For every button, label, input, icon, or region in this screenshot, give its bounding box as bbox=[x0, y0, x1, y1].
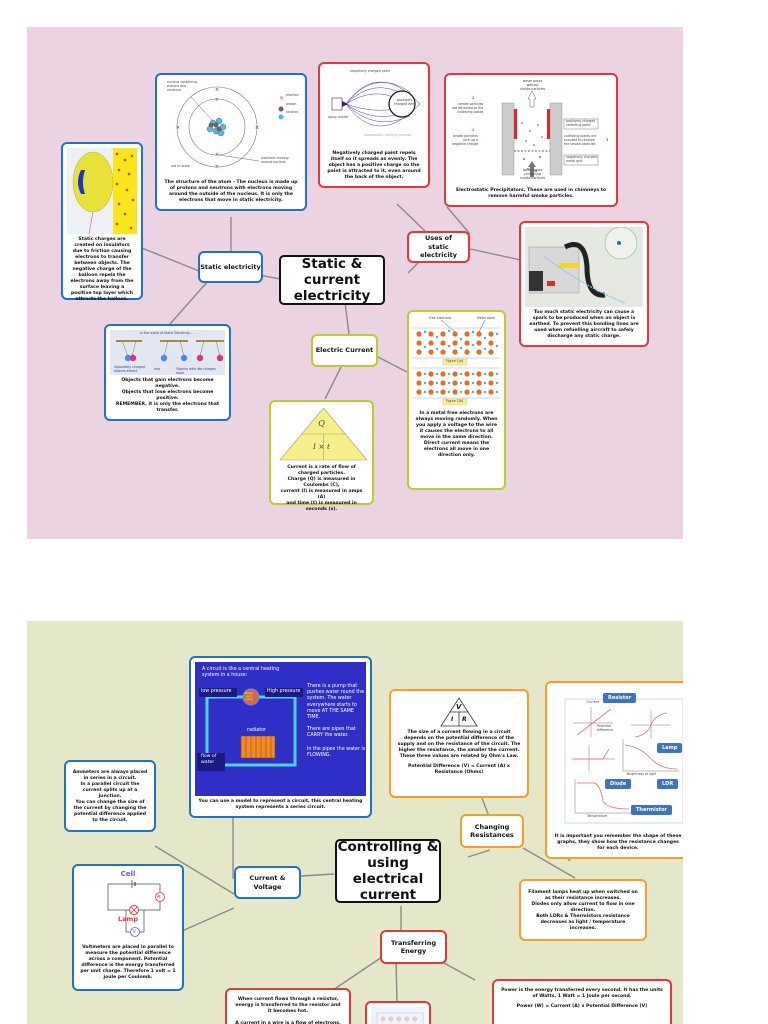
circuit-icon bbox=[107, 880, 165, 937]
charges-caption: Objects that gain electrons become negat… bbox=[115, 378, 220, 414]
resistor-heat-caption: When current flows through a resistor, e… bbox=[235, 997, 341, 1024]
metal-caption: In a metal free electrons are always mov… bbox=[415, 411, 498, 458]
like-charges-card: In the world of Static Electricity... Op… bbox=[104, 324, 231, 421]
svg-text:×: × bbox=[255, 125, 259, 131]
branch-uses-of-static[interactable]: Uses of static electricity bbox=[407, 231, 470, 263]
aircraft-refuelling-card: Too much static electricity can cause a … bbox=[519, 221, 649, 347]
balloon-icon bbox=[67, 148, 137, 234]
paint-caption: Negatively charged paint repels itself s… bbox=[327, 151, 421, 181]
central-topic[interactable]: Static & current electricity bbox=[279, 255, 385, 305]
lattice-image bbox=[371, 1007, 425, 1024]
voltmeter-circuit-card: Cell A Lamp V Voltmeters are placed in p… bbox=[72, 864, 184, 991]
pendulum-icon bbox=[116, 340, 224, 362]
charges-diagram: In the world of Static Electricity... Op… bbox=[110, 330, 225, 376]
balloon-caption: Static charges are created on insulators… bbox=[70, 237, 134, 302]
atom-icon: × × × × × × × bbox=[176, 86, 284, 170]
atom-diagram: ××× ××× × nucleus containing protons and… bbox=[161, 79, 301, 177]
branch-static-electricity[interactable]: Static electricity bbox=[198, 251, 263, 283]
free-electrons-card: Free electrons Metal atom Figure 1(a) Fi… bbox=[407, 310, 506, 490]
branch-current-voltage[interactable]: Current & Voltage bbox=[234, 866, 301, 899]
balloon-image bbox=[67, 148, 137, 234]
controlling-current-mindmap: Controlling & using electrical current C… bbox=[27, 621, 683, 1024]
lattice-icon bbox=[413, 319, 500, 406]
voltmeter-circuit-diagram: Cell A Lamp V bbox=[78, 870, 178, 942]
filament-lamp-card: Filament lamps heat up when switched on … bbox=[519, 879, 647, 941]
branch-transferring-energy[interactable]: Transferring Energy bbox=[380, 930, 447, 964]
svg-text:×: × bbox=[215, 152, 219, 158]
q-it-triangle: Q I × t bbox=[275, 406, 368, 462]
electrostatic-precipitator-card: waste gases without smoke particles 2 sm… bbox=[444, 73, 618, 207]
svg-text:×: × bbox=[215, 87, 219, 93]
power-card: Power is the energy transferred every se… bbox=[492, 979, 672, 1024]
precipitator-caption: Electrostatic Precipitators. These are u… bbox=[455, 188, 607, 200]
graphs-caption: It is important you remember the shape o… bbox=[554, 834, 682, 852]
formula-triangle-icon bbox=[440, 697, 478, 727]
svg-text:×: × bbox=[279, 95, 284, 102]
resistor-lattice-card bbox=[365, 1001, 431, 1024]
power-formula: Power (W) = Current (A) x Potential Diff… bbox=[516, 1003, 648, 1009]
aircraft-caption: Too much static electricity can cause a … bbox=[529, 310, 639, 340]
atom-caption: The structure of the atom - The nucleus … bbox=[164, 180, 298, 204]
formula-triangle-icon bbox=[279, 407, 368, 461]
ohms-law-card: V I R The size of a current flowing in a… bbox=[389, 689, 529, 798]
vir-triangle: V I R bbox=[439, 697, 479, 727]
svg-text:×: × bbox=[215, 164, 219, 170]
triangle-caption: Current is a rate of flow of charged par… bbox=[280, 465, 363, 512]
refuelling-image bbox=[525, 227, 643, 308]
iv-graphs-card: Resistor Lamp Diode LDR Thermistor Curre… bbox=[545, 681, 683, 859]
central-heating-model-card: A circuit is like a central heating syst… bbox=[189, 656, 372, 818]
ammeter-card: Ammeters are always placed in series in … bbox=[64, 760, 156, 832]
resistor-heating-card: When current flows through a resistor, e… bbox=[225, 988, 351, 1024]
metal-lattice-diagram: Free electrons Metal atom Figure 1(a) Fi… bbox=[413, 316, 500, 408]
charge-triangle-card: Q I × t Current is a rate of flow of cha… bbox=[269, 400, 374, 512]
precipitator-diagram: waste gases without smoke particles 2 sm… bbox=[450, 79, 612, 185]
chimney-icon bbox=[501, 90, 599, 177]
heating-caption: You can use a model to represent a circu… bbox=[198, 799, 363, 811]
svg-text:×: × bbox=[176, 125, 180, 131]
branch-changing-resistances[interactable]: Changing Resistances bbox=[460, 814, 524, 848]
branch-electric-current[interactable]: Electric Current bbox=[311, 334, 378, 367]
paint-diagram: negatively charged paint spray nozzle po… bbox=[324, 68, 424, 148]
electrostatic-painting-card: negatively charged paint spray nozzle po… bbox=[318, 62, 430, 188]
voltmeter-caption: Voltmeters are placed in parallel to mea… bbox=[80, 945, 176, 980]
balloon-card: Static charges are created on insulators… bbox=[61, 142, 143, 302]
svg-text:×: × bbox=[215, 97, 219, 103]
lattice-icon bbox=[376, 1012, 424, 1024]
heating-model-image: A circuit is like a central heating syst… bbox=[195, 662, 366, 797]
pipe-circuit-icon bbox=[197, 688, 303, 771]
refuelling-truck-icon bbox=[525, 227, 643, 308]
filament-caption: Filament lamps heat up when switched on … bbox=[528, 890, 638, 931]
central-topic[interactable]: Controlling & using electrical current bbox=[335, 839, 441, 903]
characteristic-graphs: Resistor Lamp Diode LDR Thermistor Curre… bbox=[551, 687, 683, 831]
ohms-formula: Potential Difference (V) = Current (A) x… bbox=[408, 763, 510, 775]
ohms-caption: The size of a current flowing in a circu… bbox=[397, 730, 521, 759]
static-electricity-mindmap: Static & current electricity Static elec… bbox=[27, 27, 683, 539]
power-caption: Power is the energy transferred every se… bbox=[501, 988, 663, 999]
atom-structure-card: ××× ××× × nucleus containing protons and… bbox=[155, 73, 307, 211]
spray-paint-icon bbox=[331, 81, 421, 127]
ammeter-caption: Ammeters are always placed in series in … bbox=[72, 770, 148, 823]
